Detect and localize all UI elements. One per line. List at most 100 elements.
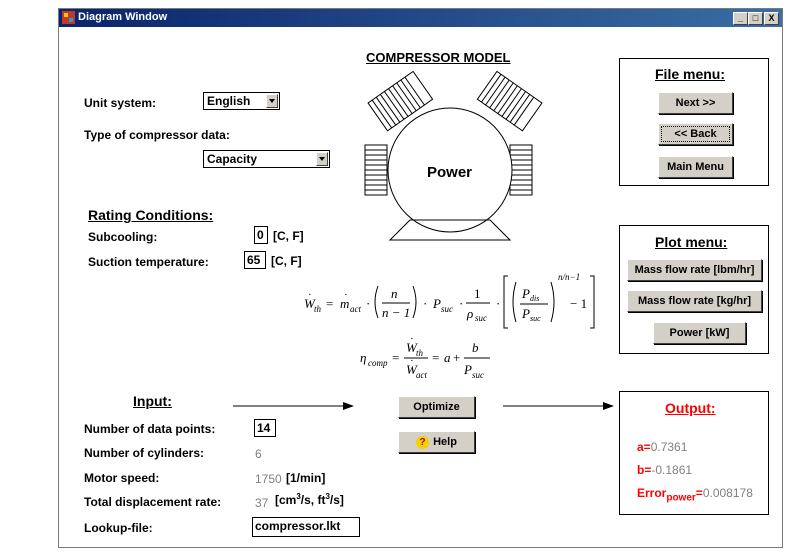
optimize-button[interactable]: Optimize: [398, 396, 475, 418]
displacement-value: 37: [255, 496, 269, 510]
svg-text:·: ·: [423, 296, 427, 311]
compressor-type-value: Capacity: [207, 152, 258, 166]
title-bar[interactable]: [59, 9, 782, 27]
svg-text:W: W: [406, 362, 418, 377]
svg-text:W: W: [304, 296, 316, 311]
lookup-file-field[interactable]: compressor.lkt: [252, 517, 360, 537]
compressor-diagram: [364, 70, 543, 241]
svg-text:suc: suc: [472, 370, 484, 380]
close-button[interactable]: X: [764, 12, 779, 25]
svg-text:act: act: [350, 304, 361, 314]
power-label: Power: [427, 164, 473, 181]
svg-text:P: P: [463, 362, 472, 377]
svg-text:suc: suc: [441, 304, 453, 314]
next-button[interactable]: Next >>: [658, 92, 733, 114]
svg-text:P: P: [521, 286, 530, 301]
lookup-file-label: Lookup-file:: [84, 521, 153, 535]
svg-text:act: act: [416, 370, 427, 380]
output-error-label: Error: [637, 486, 667, 500]
svg-text:·: ·: [308, 289, 312, 301]
output-a-label: a=: [637, 440, 651, 454]
unit-system-value: English: [207, 94, 251, 108]
svg-text:P: P: [432, 296, 441, 311]
minimize-button[interactable]: _: [733, 12, 748, 25]
mass-flow-kg-button[interactable]: Mass flow rate [kg/hr]: [627, 290, 762, 312]
svg-text:·: ·: [410, 333, 414, 345]
output-error: Errorpower=0.008178: [637, 486, 753, 503]
chevron-down-icon[interactable]: [266, 94, 278, 108]
svg-text:·: ·: [496, 296, 500, 311]
subcooling-label: Subcooling:: [88, 230, 158, 244]
help-button[interactable]: ?Help: [398, 431, 475, 453]
suction-temperature-unit: [C, F]: [271, 254, 302, 268]
mass-flow-lbm-button[interactable]: Mass flow rate [lbm/hr]: [627, 259, 762, 281]
svg-text:dis: dis: [530, 294, 539, 303]
svg-text:n: n: [391, 286, 398, 301]
suction-temperature-label: Suction temperature:: [88, 255, 209, 269]
compressor-type-select[interactable]: Capacity: [203, 150, 330, 168]
output-panel: [619, 391, 769, 515]
suction-temperature-field[interactable]: 65: [244, 251, 266, 269]
output-b-value: -0.1861: [651, 463, 693, 477]
file-menu-heading: File menu:: [655, 66, 726, 82]
output-error-sub: power: [666, 492, 696, 504]
arrow-right-icon: [503, 402, 614, 410]
svg-text:th: th: [416, 348, 424, 358]
svg-text:m: m: [340, 296, 349, 311]
svg-text:b: b: [472, 340, 479, 355]
displacement-unit: [cm3/s, ft3/s]: [275, 492, 344, 507]
svg-text:− 1: − 1: [570, 296, 587, 311]
svg-text:suc: suc: [530, 314, 541, 323]
data-points-field[interactable]: 14: [254, 419, 276, 437]
main-menu-button[interactable]: Main Menu: [658, 156, 733, 178]
window-title: Diagram Window: [78, 11, 168, 23]
back-button[interactable]: << Back: [658, 123, 733, 145]
svg-text:·: ·: [410, 355, 414, 367]
displacement-label: Total displacement rate:: [84, 495, 222, 509]
subcooling-field[interactable]: 0: [254, 226, 268, 244]
cylinders-label: Number of cylinders:: [84, 446, 205, 460]
motor-speed-unit: [1/min]: [286, 471, 326, 485]
compressor-type-label: Type of compressor data:: [84, 128, 230, 142]
output-b-label: b=: [637, 463, 652, 477]
data-points-label: Number of data points:: [84, 422, 216, 436]
svg-text:=: =: [326, 296, 333, 311]
svg-text:1: 1: [474, 286, 481, 301]
motor-speed-label: Motor speed:: [84, 471, 160, 485]
chevron-down-icon[interactable]: [316, 152, 328, 166]
output-error-value: 0.008178: [702, 486, 753, 500]
svg-text:n − 1: n − 1: [382, 305, 410, 320]
cylinders-value: 6: [255, 447, 262, 461]
motor-speed-value: 1750: [255, 472, 282, 486]
svg-text:·: ·: [366, 296, 370, 311]
help-label: Help: [433, 436, 457, 448]
svg-text:=: =: [432, 350, 439, 365]
maximize-button[interactable]: □: [748, 12, 763, 25]
svg-text:W: W: [406, 340, 418, 355]
unit-system-label: Unit system:: [84, 96, 157, 110]
svg-text:n/n−1: n/n−1: [558, 272, 580, 282]
subcooling-unit: [C, F]: [273, 229, 304, 243]
svg-text:P: P: [521, 306, 530, 321]
unit-system-select[interactable]: English: [203, 92, 280, 110]
output-error-eq: =: [695, 486, 703, 500]
svg-text:η: η: [360, 350, 366, 365]
svg-text:=: =: [392, 350, 399, 365]
svg-text:a: a: [444, 350, 451, 365]
svg-text:·: ·: [459, 296, 463, 311]
arrow-right-icon: [233, 402, 354, 410]
output-heading: Output:: [665, 400, 716, 416]
plot-menu-heading: Plot menu:: [655, 234, 728, 250]
page-title: COMPRESSOR MODEL: [366, 50, 511, 65]
output-a-value: 0.7361: [650, 440, 688, 454]
question-icon: ?: [416, 435, 430, 449]
rating-conditions-heading: Rating Conditions:: [88, 207, 214, 223]
svg-text:comp: comp: [368, 358, 388, 368]
svg-text:+: +: [453, 350, 460, 365]
power-kw-button[interactable]: Power [kW]: [653, 322, 746, 344]
input-heading: Input:: [133, 393, 172, 409]
svg-text:th: th: [314, 304, 322, 314]
app-icon: [62, 11, 75, 24]
output-b: b=-0.1861: [637, 463, 692, 477]
